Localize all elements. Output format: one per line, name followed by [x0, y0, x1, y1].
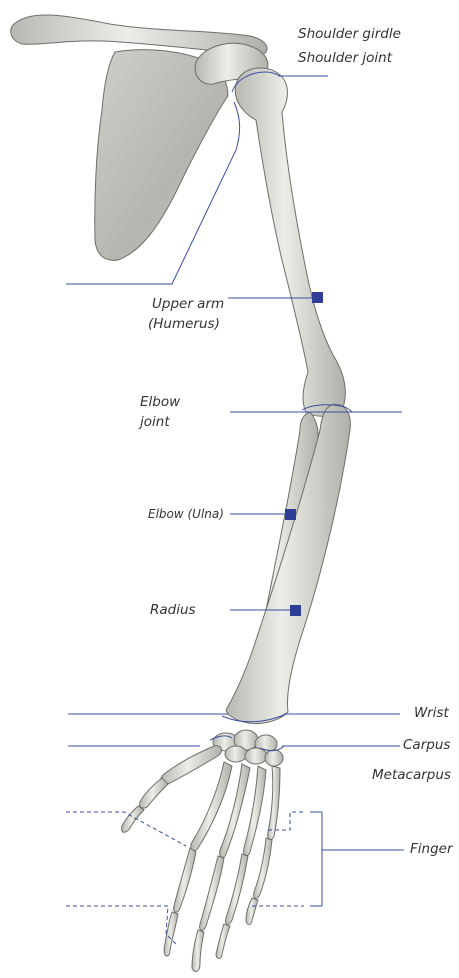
finger-bones	[164, 762, 280, 971]
label-finger: Finger	[410, 841, 453, 858]
label-radius: Radius	[150, 602, 196, 619]
label-upper-arm: Upper arm	[152, 296, 224, 313]
label-shoulder-joint: Shoulder joint	[298, 50, 392, 67]
humerus-bone	[235, 68, 345, 416]
radius-bone	[226, 404, 350, 724]
label-metacarpus: Metacarpus	[372, 767, 451, 784]
label-elbow-joint-line2: joint	[140, 414, 170, 431]
label-ulna: Elbow (Ulna)	[148, 506, 224, 523]
finger-bracket	[66, 812, 404, 944]
label-wrist: Wrist	[414, 705, 449, 722]
label-humerus: (Humerus)	[148, 316, 220, 333]
upper-arm-marker	[312, 292, 323, 303]
label-elbow-joint-line1: Elbow	[140, 394, 180, 411]
radius-marker	[290, 605, 301, 616]
ulna-marker	[285, 509, 296, 520]
label-shoulder-girdle: Shoulder girdle	[298, 26, 401, 43]
label-carpus: Carpus	[403, 737, 450, 754]
